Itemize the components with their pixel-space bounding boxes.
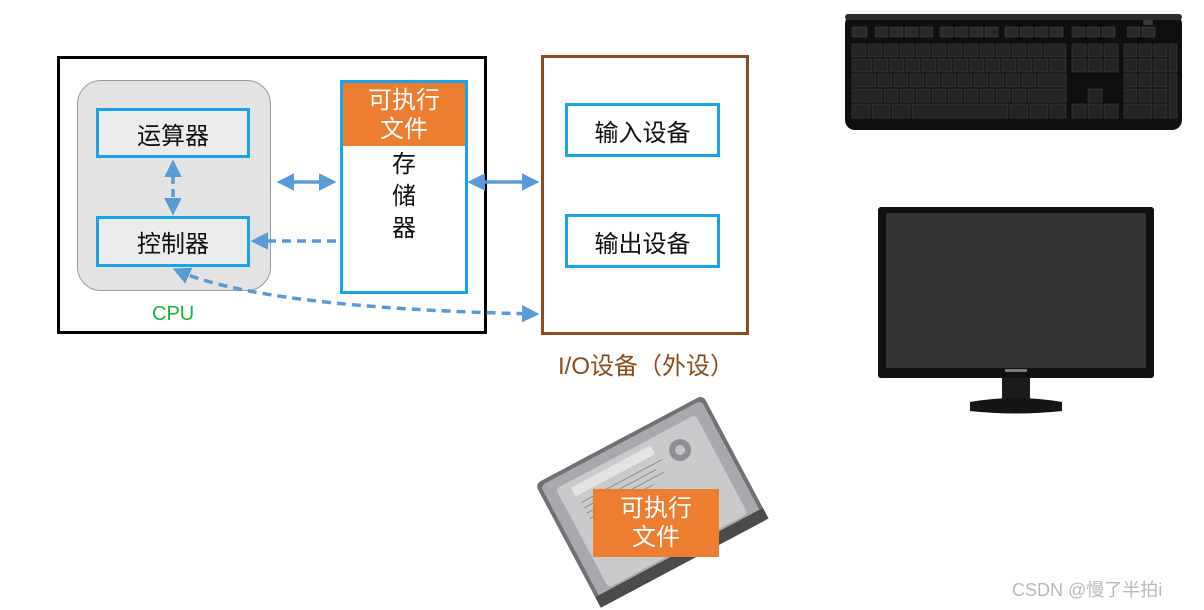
disk-executable-file: 可执行 文件 [593,489,719,557]
monitor-icon [878,207,1154,414]
io-devices-caption: I/O设备（外设） [558,353,735,380]
memory-executable-label: 可执行 文件 [368,85,440,143]
disk-executable-label: 可执行 文件 [620,494,692,551]
watermark: CSDN @慢了半拍i [1012,580,1163,600]
control-unit-box: 控制器 [96,216,250,267]
output-device-box: 输出设备 [565,214,720,268]
input-device-box: 输入设备 [565,103,720,157]
control-io-arrow [172,267,540,323]
alu-box: 运算器 [96,108,250,158]
memory-label: 存 储 器 [392,150,416,242]
keyboard-icon [845,14,1182,130]
memory-executable-file: 可执行 文件 [343,83,465,146]
io-devices-box [541,55,749,335]
computer-system-frame [57,56,487,334]
